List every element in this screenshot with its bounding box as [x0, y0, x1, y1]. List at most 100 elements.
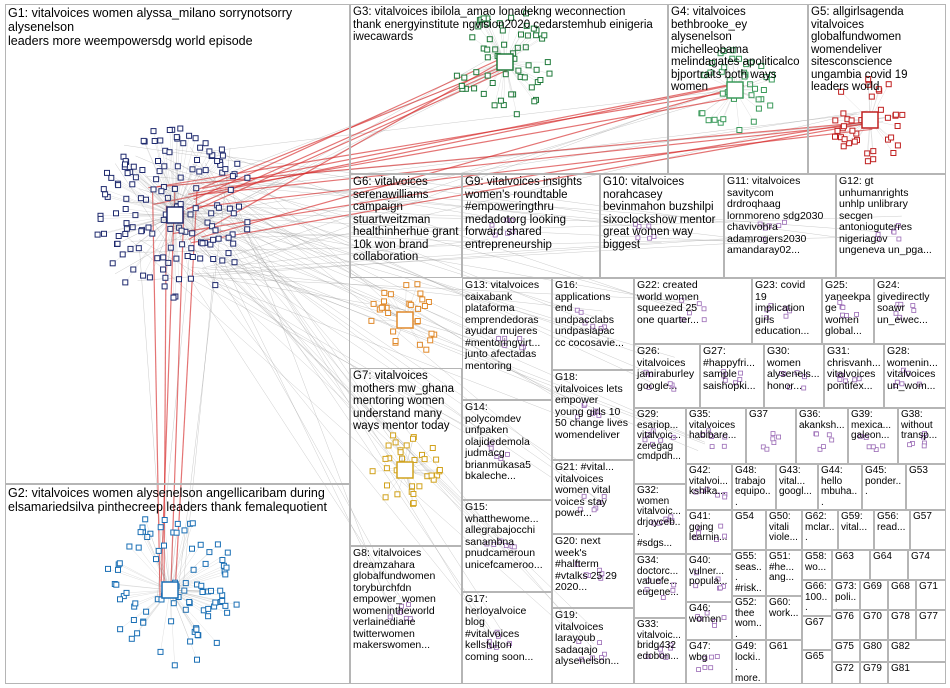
group-g55[interactable]: G55: seas... #risk... — [732, 550, 766, 596]
node — [150, 128, 157, 135]
group-g46[interactable]: G46: women — [686, 602, 732, 640]
group-label-g50: G50: vitali viole... — [769, 511, 799, 544]
group-g63[interactable]: G63 — [832, 550, 870, 580]
group-g73[interactable]: G73: poli... — [832, 580, 860, 610]
group-g8[interactable]: G8: vitalvoices dreamzahara globalfundwo… — [350, 546, 462, 684]
node — [180, 140, 187, 147]
group-g6[interactable]: G6: vitalvoices serenawilliams campaign … — [350, 174, 462, 278]
edge — [174, 214, 248, 230]
group-g38[interactable]: G38: without transp... — [898, 408, 946, 464]
group-g13[interactable]: G13: vitalvoices caixabank plataforma em… — [462, 278, 552, 400]
group-g14[interactable]: G14: polycomdev unfpaken olajidedemola j… — [462, 400, 552, 500]
group-g66[interactable]: G66: 100... — [802, 580, 832, 616]
group-g80[interactable]: G80 — [860, 640, 888, 662]
group-g17[interactable]: G17: herloyalvoice blog #vitalvoices kel… — [462, 592, 552, 684]
group-g75[interactable]: G75 — [832, 640, 860, 662]
group-g43[interactable]: G43: vital... googl... — [776, 464, 818, 510]
group-g51[interactable]: G51: #he... ang... — [766, 550, 802, 596]
group-g52[interactable]: G52: thee wom... — [732, 596, 766, 640]
group-g30[interactable]: G30: women alysenels... honor... — [764, 344, 824, 408]
group-g61[interactable]: G61 — [766, 640, 802, 684]
group-g54[interactable]: G54 — [732, 510, 766, 550]
group-g69[interactable]: G69 — [860, 580, 888, 610]
group-label-g34: G34: doctorc... valuefe... eugene... — [637, 555, 683, 598]
node — [189, 166, 196, 173]
edge — [208, 251, 699, 451]
group-g33[interactable]: G33: vitalvoic... bridg432 edobon... — [634, 618, 686, 684]
node — [161, 163, 168, 170]
group-g70[interactable]: G70 — [860, 610, 888, 640]
node — [187, 211, 194, 218]
node — [127, 245, 134, 252]
group-g16[interactable]: G16: applications end undpacclabs undpas… — [552, 278, 634, 370]
group-g42[interactable]: G42: vitalvoi... kshika... — [686, 464, 732, 510]
group-g79[interactable]: G79 — [860, 662, 888, 684]
node — [427, 337, 434, 344]
group-g65[interactable]: G65 — [802, 650, 832, 684]
group-g9[interactable]: G9: vitalvoices insights women's roundta… — [462, 174, 600, 278]
group-g7[interactable]: G7: vitalvoices mothers mw_ghana mentori… — [350, 368, 462, 546]
group-g45[interactable]: G45: ponder... — [862, 464, 906, 510]
group-g22[interactable]: G22: created world women squeezed 25 one… — [634, 278, 752, 344]
group-g34[interactable]: G34: doctorc... valuefe... eugene... — [634, 554, 686, 618]
group-g28[interactable]: G28: womenin... vitalvoices un_wom... — [884, 344, 946, 408]
group-label-g63: G63 — [835, 551, 867, 563]
group-g26[interactable]: G26: vitalvoices jamiraburley google... — [634, 344, 700, 408]
group-g35[interactable]: G35: vitalvoices habibare... — [686, 408, 746, 464]
node — [153, 176, 160, 183]
group-g2[interactable]: G2: vitalvoices women alysenelson angell… — [5, 484, 350, 684]
group-g27[interactable]: G27: #happyfri... sample saishopki... — [700, 344, 764, 408]
group-g76[interactable]: G76 — [832, 610, 860, 640]
group-g25[interactable]: G25: yaneekpage women global... — [822, 278, 874, 344]
group-g40[interactable]: G40: vulner... popula... — [686, 554, 732, 602]
group-g18[interactable]: G18: vitalvoices lets empower young girl… — [552, 370, 634, 460]
group-g71[interactable]: G71 — [916, 580, 946, 610]
group-g74[interactable]: G74 — [908, 550, 946, 580]
edge-highlight — [170, 210, 185, 588]
group-g44[interactable]: G44: hello mbuha... — [818, 464, 862, 510]
group-g21[interactable]: G21: #vital... vitalvoices women vital v… — [552, 460, 634, 534]
group-g72[interactable]: G72 — [832, 662, 860, 684]
group-g53[interactable]: G53 — [906, 464, 946, 510]
group-g1[interactable]: G1: vitalvoices women alyssa_milano sorr… — [5, 4, 350, 484]
group-label-g33: G33: vitalvoic... bridg432 edobon... — [637, 619, 683, 662]
group-g48[interactable]: G48: trabajo equipo... — [732, 464, 776, 510]
group-g19[interactable]: G19: vitalvoices larayoub sadaqajo alyse… — [552, 608, 634, 684]
group-g60[interactable]: G60: work... — [766, 596, 802, 640]
group-g62[interactable]: G62: mclar... — [802, 510, 838, 550]
group-g81[interactable]: G81 — [888, 662, 946, 684]
group-g23[interactable]: G23: covid 19 implication girls educatio… — [752, 278, 822, 344]
group-g20[interactable]: G20: next week's #halfterm #vtalks 25 29… — [552, 534, 634, 608]
group-g3[interactable]: G3: vitalvoices ibilola_amao lonadekng w… — [350, 4, 668, 174]
group-g78[interactable]: G78 — [888, 610, 916, 640]
node — [189, 254, 196, 260]
group-g57[interactable]: G57 — [910, 510, 946, 550]
group-g36[interactable]: G36: akanksh... — [796, 408, 848, 464]
group-g50[interactable]: G50: vitali viole... — [766, 510, 802, 550]
group-g64[interactable]: G64 — [870, 550, 908, 580]
group-g5[interactable]: G5: allgirlsagenda vitalvoices globalfun… — [808, 4, 946, 174]
group-g59[interactable]: G59: vital... — [838, 510, 874, 550]
group-g39[interactable]: G39: mexica... galeon... — [848, 408, 898, 464]
group-g82[interactable]: G82 — [888, 640, 946, 662]
group-g11[interactable]: G11: vitalvoices savitycom drdroqhaag lo… — [724, 174, 836, 278]
group-g12[interactable]: G12: gt unhumanrights unhlp unlibrary se… — [836, 174, 946, 278]
group-g41[interactable]: G41: going learnin... — [686, 510, 732, 554]
group-g49[interactable]: G49: locki... more... — [732, 640, 766, 684]
group-g15[interactable]: G15: whatthewome... allegrabajocchi sana… — [462, 500, 552, 592]
group-g10[interactable]: G10: vitalvoices norahcasey bevinmahon b… — [600, 174, 724, 278]
group-g37[interactable]: G37 — [746, 408, 796, 464]
node — [123, 220, 130, 227]
group-g24[interactable]: G24: givedirectly soawr un_ewec... — [874, 278, 946, 344]
node — [210, 256, 217, 262]
group-g58[interactable]: G58: wo... — [802, 550, 832, 580]
group-g4[interactable]: G4: vitalvoices bethbrooke_ey alysenelso… — [668, 4, 808, 174]
group-g77[interactable]: G77 — [916, 610, 946, 640]
group-g67[interactable]: G67 — [802, 616, 832, 650]
group-g47[interactable]: G47: wbg — [686, 640, 732, 684]
group-g68[interactable]: G68 — [888, 580, 916, 610]
group-g29[interactable]: G29: esariop... vitalvoic... zeregag cmd… — [634, 408, 686, 484]
group-g31[interactable]: G31: chrisvanh... vitalvoices pontifex..… — [824, 344, 884, 408]
group-g56[interactable]: G56: read... — [874, 510, 910, 550]
group-g32[interactable]: G32: women vitalvoic... drjoyceb... #sdg… — [634, 484, 686, 554]
